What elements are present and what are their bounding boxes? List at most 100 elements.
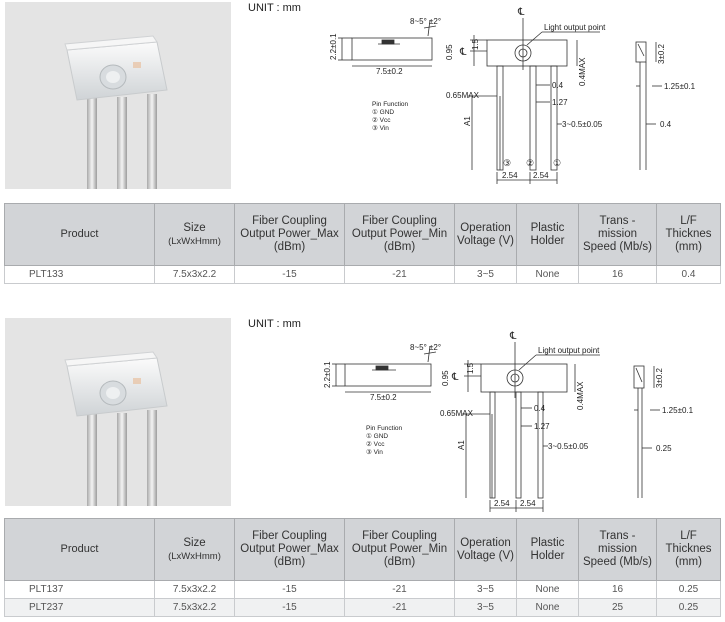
pin-function-3: ③ Vin [372, 124, 389, 132]
cell-speed: 16 [578, 580, 657, 599]
header-power-max: Fiber Coupling Output Power_Max (dBm) [234, 518, 345, 581]
top-dim-label: 1.5 [466, 362, 475, 374]
pin-function-title: Pin Function [366, 425, 403, 432]
cell-holder: None [516, 598, 579, 617]
dimension-drawing: 8~5° ±2° ℄ ℄ Light output point 2.2±0.1 … [329, 7, 696, 184]
cell-speed: 25 [578, 598, 657, 617]
max065-label: 0.65MAX [446, 91, 480, 100]
side-125-label: 1.25±0.1 [662, 406, 694, 415]
centerline-label-left: ℄ [459, 47, 467, 58]
cell-power-min: -21 [344, 580, 455, 599]
centerline-label: ℄ [509, 331, 517, 342]
header-thickness: L/F Thicknes (mm) [656, 518, 721, 581]
width-dim-label: 7.5±0.2 [376, 67, 403, 76]
offset-dim-label: 0.95 [445, 44, 454, 60]
spec-table-2: Product Size(LxWxHmm) Fiber Coupling Out… [4, 518, 721, 617]
cell-product: PLT237 [4, 598, 155, 617]
cell-thickness: 0.4 [656, 265, 721, 284]
cell-voltage: 3~5 [454, 265, 517, 284]
pin-1-label: ① [553, 158, 561, 168]
product-photo [5, 318, 231, 506]
offset-dim-label: 0.95 [441, 370, 450, 386]
max04-label: 0.4MAX [576, 381, 585, 410]
cell-product: PLT133 [4, 265, 155, 284]
header-product: Product [4, 203, 155, 266]
unit-label: UNIT : mm [248, 318, 301, 330]
pitch-2-label: 2.54 [520, 499, 536, 508]
table-header-row: Product Size(LxWxHmm) Fiber Coupling Out… [4, 518, 721, 581]
spec-table-1: Product Size(LxWxHmm) Fiber Coupling Out… [4, 203, 721, 284]
pitch-2-label: 2.54 [533, 171, 549, 180]
width-dim-label: 7.5±0.2 [370, 393, 397, 402]
side-thickness-label: 0.4 [660, 120, 672, 129]
cell-voltage: 3~5 [454, 580, 517, 599]
centerline-label-left: ℄ [451, 372, 459, 383]
cell-speed: 16 [578, 265, 657, 284]
light-output-label: Light output point [544, 23, 606, 32]
height-dim-label: 2.2±0.1 [329, 33, 338, 60]
table-row: PLT133 7.5x3x2.2 -15 -21 3~5 None 16 0.4 [4, 265, 721, 284]
cell-size: 7.5x3x2.2 [154, 265, 235, 284]
centerline-label: ℄ [517, 7, 525, 18]
lead-length-label: A1 [463, 116, 472, 126]
cell-power-max: -15 [234, 265, 345, 284]
cell-product: PLT137 [4, 580, 155, 599]
cell-thickness: 0.25 [656, 580, 721, 599]
angle-label: 8~5° ±2° [410, 17, 441, 26]
header-product: Product [4, 518, 155, 581]
pin-function-3: ③ Vin [366, 448, 383, 456]
table-row: PLT237 7.5x3x2.2 -15 -21 3~5 None 25 0.2… [4, 598, 721, 617]
side-height-label: 3±0.2 [657, 43, 666, 64]
pin-2-label: ② [526, 158, 534, 168]
pin-3-label: ③ [503, 158, 511, 168]
pitch-1-label: 2.54 [494, 499, 510, 508]
cell-holder: None [516, 265, 579, 284]
side-thickness-label: 0.25 [656, 444, 672, 453]
lead-range-label: 3~0.5±0.05 [548, 442, 589, 451]
header-speed: Trans - mission Speed (Mb/s) [578, 518, 657, 581]
pin-function-1: ① GND [366, 432, 388, 440]
side-125-label: 1.25±0.1 [664, 82, 696, 91]
cell-thickness: 0.25 [656, 598, 721, 617]
product-photo [5, 2, 231, 189]
cell-size: 7.5x3x2.2 [154, 598, 235, 617]
unit-label: UNIT : mm [248, 2, 301, 14]
side-height-label: 3±0.2 [655, 367, 664, 388]
angle-label: 8~5° ±2° [410, 343, 441, 352]
product-block-1: UNIT : mm [0, 0, 725, 290]
header-holder: Plastic Holder [516, 203, 579, 266]
header-voltage: Operation Voltage (V) [454, 518, 517, 581]
lead04-label: 0.4 [552, 81, 564, 90]
max065-label: 0.65MAX [440, 409, 474, 418]
cell-power-min: -21 [344, 598, 455, 617]
top-dim-label: 1.5 [471, 38, 480, 50]
lead127-label: 1.27 [534, 422, 550, 431]
cell-voltage: 3~5 [454, 598, 517, 617]
lead-range-label: 3~0.5±0.05 [562, 120, 603, 129]
header-power-min: Fiber Coupling Output Power_Min (dBm) [344, 203, 455, 266]
pin-function-2: ② Vcc [366, 440, 385, 448]
pitch-1-label: 2.54 [502, 171, 518, 180]
table-row: PLT137 7.5x3x2.2 -15 -21 3~5 None 16 0.2… [4, 580, 721, 599]
cell-size: 7.5x3x2.2 [154, 580, 235, 599]
header-speed: Trans - mission Speed (Mb/s) [578, 203, 657, 266]
cell-power-max: -15 [234, 580, 345, 599]
max04-label: 0.4MAX [578, 57, 587, 86]
pin-function-2: ② Vcc [372, 116, 391, 124]
pin-function-title: Pin Function [372, 101, 409, 108]
led-photo-image [5, 2, 231, 189]
pin-function-1: ① GND [372, 108, 394, 116]
header-thickness: L/F Thicknes (mm) [656, 203, 721, 266]
led-photo-image [5, 318, 231, 506]
header-power-min: Fiber Coupling Output Power_Min (dBm) [344, 518, 455, 581]
header-size: Size(LxWxHmm) [154, 203, 235, 266]
cell-holder: None [516, 580, 579, 599]
header-holder: Plastic Holder [516, 518, 579, 581]
lead04-label: 0.4 [534, 404, 546, 413]
cell-power-max: -15 [234, 598, 345, 617]
product-block-2: UNIT : mm [0, 316, 725, 622]
header-voltage: Operation Voltage (V) [454, 203, 517, 266]
header-size: Size(LxWxHmm) [154, 518, 235, 581]
lead-length-label: A1 [457, 440, 466, 450]
lead127-label: 1.27 [552, 98, 568, 107]
